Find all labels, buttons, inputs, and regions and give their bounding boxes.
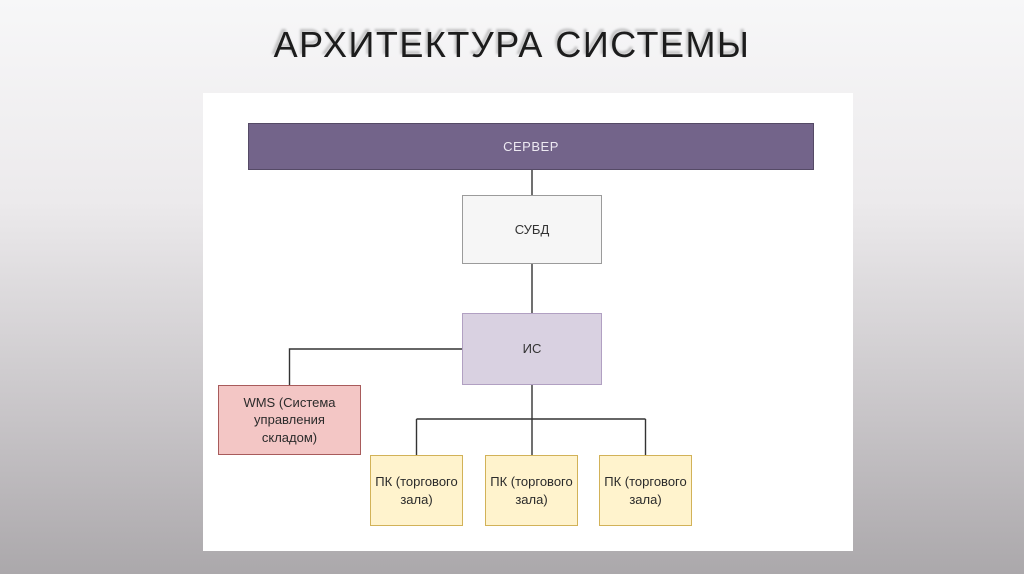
- node-pc-sales-floor-3: ПК (торгового зала): [599, 455, 692, 526]
- node-wms: WMS (Система управления складом): [218, 385, 361, 455]
- node-pc-sales-floor-3-label: ПК (торгового зала): [604, 474, 687, 507]
- page-title: АРХИТЕКТУРА СИСТЕМЫ: [273, 24, 751, 65]
- node-pc-sales-floor-1: ПК (торгового зала): [370, 455, 463, 526]
- node-server: СЕРВЕР: [248, 123, 814, 170]
- node-wms-label: WMS (Система управления складом): [243, 395, 336, 445]
- node-pc-sales-floor-1-label: ПК (торгового зала): [375, 474, 458, 507]
- node-server-label: СЕРВЕР: [503, 138, 559, 154]
- node-dbms-label: СУБД: [514, 221, 550, 237]
- connector-lines: [288, 170, 647, 455]
- diagram-canvas: СЕРВЕР СУБД ИС WMS (Система управления с…: [203, 93, 853, 551]
- node-is: ИС: [462, 313, 602, 385]
- node-is-label: ИС: [522, 341, 542, 357]
- node-pc-sales-floor-2: ПК (торгового зала): [485, 455, 578, 526]
- node-pc-sales-floor-2-label: ПК (торгового зала): [490, 474, 573, 507]
- node-dbms: СУБД: [462, 195, 602, 264]
